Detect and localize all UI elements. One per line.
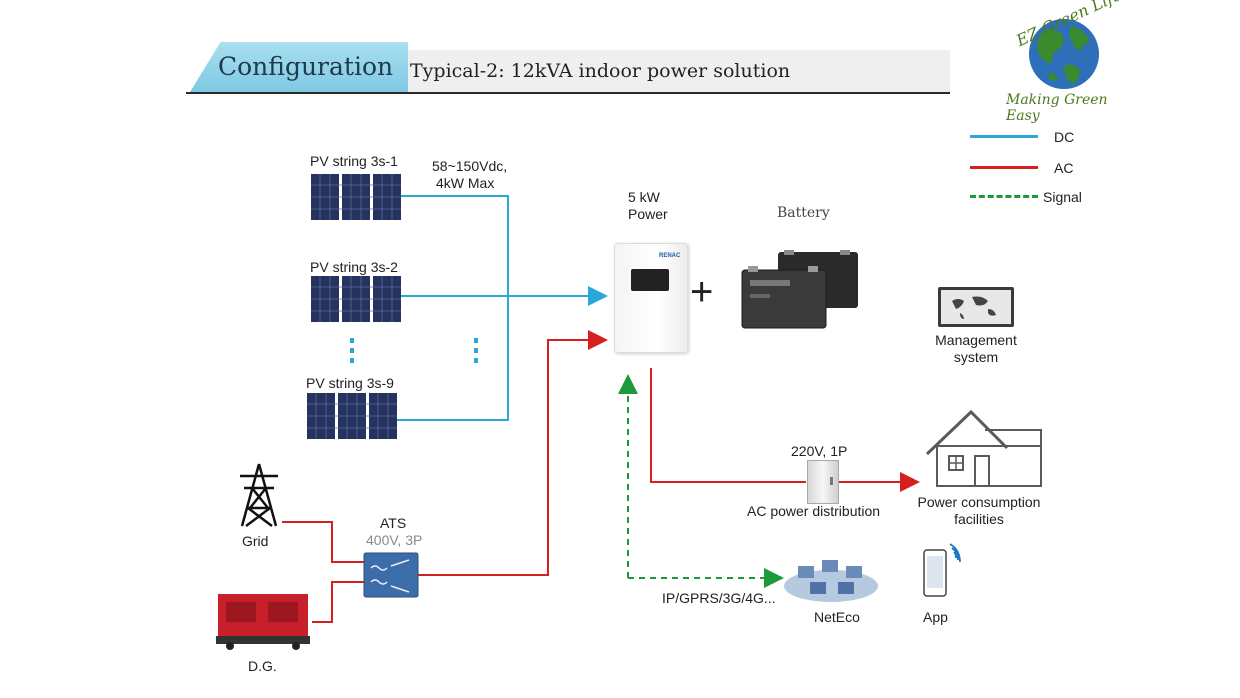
inverter-unit: RENAC xyxy=(614,243,688,353)
legend-dc-label: DC xyxy=(1054,129,1075,145)
legend-ac-label: AC xyxy=(1054,160,1074,176)
smartphone-app-icon xyxy=(923,543,961,597)
page-subtitle: Typical-2: 12kVA indoor power solution xyxy=(410,60,791,82)
pv-spec-line1: 58~150Vdc, xyxy=(432,158,508,174)
inverter-brand: RENAC xyxy=(659,253,681,259)
legend: DC AC Signal xyxy=(966,126,1096,210)
ats-spec: 400V, 3P xyxy=(366,532,423,548)
solar-panel-icon xyxy=(311,276,401,322)
comm-label: IP/GPRS/3G/4G... xyxy=(662,590,776,606)
distribution-label: AC power distribution xyxy=(747,503,881,519)
logo-tagline: Making Green Easy xyxy=(1006,92,1108,124)
globe-icon xyxy=(1029,19,1099,89)
legend-dc-swatch xyxy=(970,135,1038,138)
management-label-line1: Management xyxy=(935,332,1017,348)
solar-panel-icon xyxy=(307,393,397,439)
management-label-line2: system xyxy=(953,349,999,365)
legend-signal-swatch xyxy=(970,195,1038,198)
power-label-line2: Power xyxy=(628,206,668,222)
pv-ellipsis-dots xyxy=(350,338,478,363)
house-icon xyxy=(925,409,1042,487)
pv-string-2-label: PV string 3s-2 xyxy=(310,259,398,275)
app-label: App xyxy=(923,609,948,625)
generator-icon xyxy=(216,594,310,650)
distribution-spec: 220V, 1P xyxy=(791,443,848,459)
ats-label: ATS xyxy=(380,515,407,531)
neteco-network-icon xyxy=(784,560,878,602)
solar-panel-icon xyxy=(311,174,401,220)
grid-label: Grid xyxy=(242,533,269,549)
legend-ac-swatch xyxy=(970,166,1038,169)
ats-switch-icon xyxy=(363,552,419,598)
ac-line-grid xyxy=(282,521,364,563)
battery-icon xyxy=(741,250,858,329)
ac-line-ats-to-power xyxy=(418,330,608,576)
header-bar xyxy=(408,50,950,92)
power-tower-icon xyxy=(240,463,278,527)
header-tab xyxy=(190,42,408,92)
inverter-screen xyxy=(631,269,669,291)
battery-label: Battery xyxy=(777,205,830,221)
legend-signal-label: Signal xyxy=(1043,189,1082,205)
facilities-label-line2: facilities xyxy=(954,511,1004,527)
pv-spec-line2: 4kW Max xyxy=(436,175,495,191)
neteco-label: NetEco xyxy=(814,609,860,625)
ac-line-power-to-dist xyxy=(650,368,806,483)
distribution-cabinet xyxy=(807,460,839,504)
generator-label: D.G. xyxy=(248,658,277,674)
power-label-line1: 5 kW xyxy=(628,189,660,205)
pv-string-9-label: PV string 3s-9 xyxy=(306,375,394,391)
monitor-map-icon xyxy=(938,287,1014,327)
plus-symbol: + xyxy=(690,270,714,314)
pv-string-1-label: PV string 3s-1 xyxy=(310,153,398,169)
header-divider xyxy=(186,92,950,94)
logo: EZ Green Life Making Green Easy xyxy=(990,0,1140,124)
facilities-label-line1: Power consumption xyxy=(917,494,1041,510)
cabinet-handle xyxy=(830,477,833,485)
page-title: Configuration xyxy=(218,52,394,81)
dc-line-string1 xyxy=(396,195,509,421)
ac-line-generator xyxy=(312,581,364,623)
